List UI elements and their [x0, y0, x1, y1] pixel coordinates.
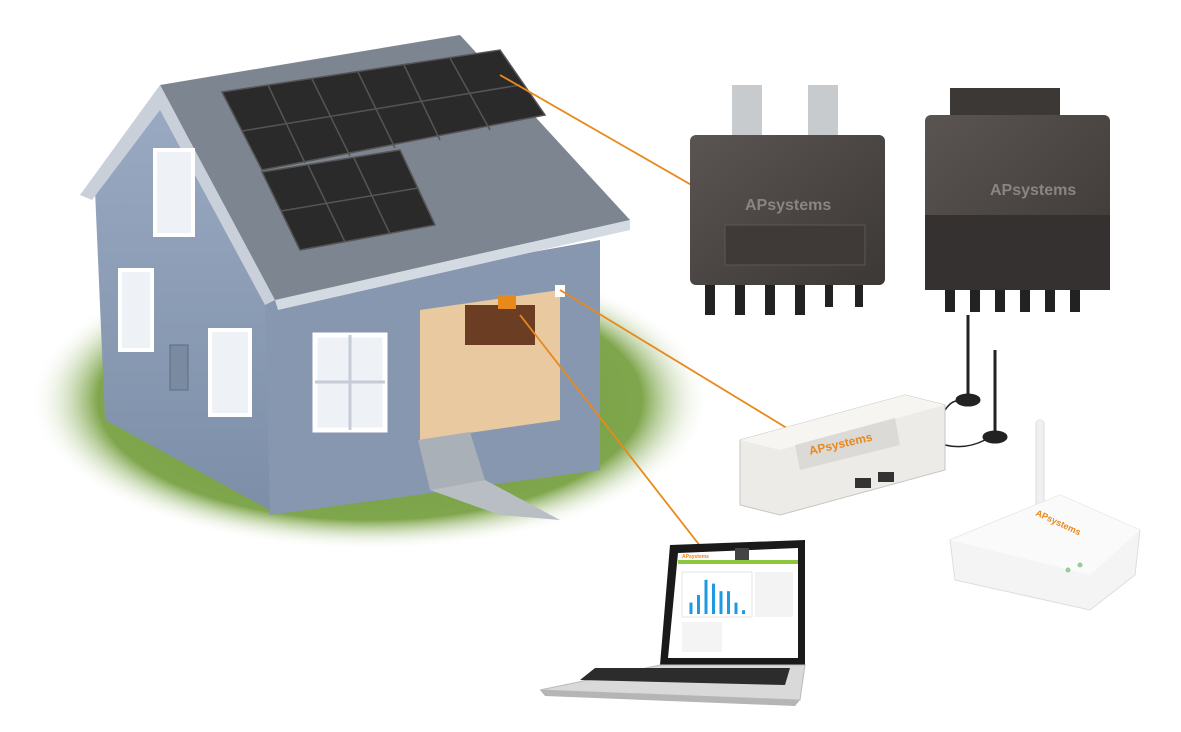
window: [153, 148, 195, 237]
chart-bar: [719, 591, 723, 614]
laptop: APsystems: [539, 540, 806, 706]
house: [80, 35, 630, 520]
microinverter-left: APsystems: [690, 85, 885, 315]
chart-bar: [697, 595, 700, 614]
inverter-brand-label: APsystems: [745, 197, 831, 214]
microinverter-right: APsystems: [925, 88, 1110, 312]
electric-meter: [169, 344, 189, 391]
chart-bar: [704, 579, 708, 614]
chart-bar: [742, 610, 745, 614]
desk: [465, 305, 535, 345]
window: [208, 328, 252, 417]
chart-bar: [727, 591, 730, 614]
laptop-brand-label: APsystems: [682, 554, 709, 560]
zigbee-gateway: APsystems: [949, 419, 1141, 611]
window: [118, 268, 154, 352]
laptop-bar-chart: [689, 579, 745, 614]
inverter-brand-label: APsystems: [990, 182, 1076, 199]
ecu-device: APsystems: [739, 394, 946, 516]
desktop-monitor: [498, 295, 516, 309]
chart-bar: [734, 602, 738, 614]
antennas: [944, 315, 1008, 448]
solar-panels: [220, 49, 547, 251]
chart-bar: [712, 583, 715, 614]
front-steps: [418, 432, 485, 490]
chart-bar: [689, 602, 693, 614]
